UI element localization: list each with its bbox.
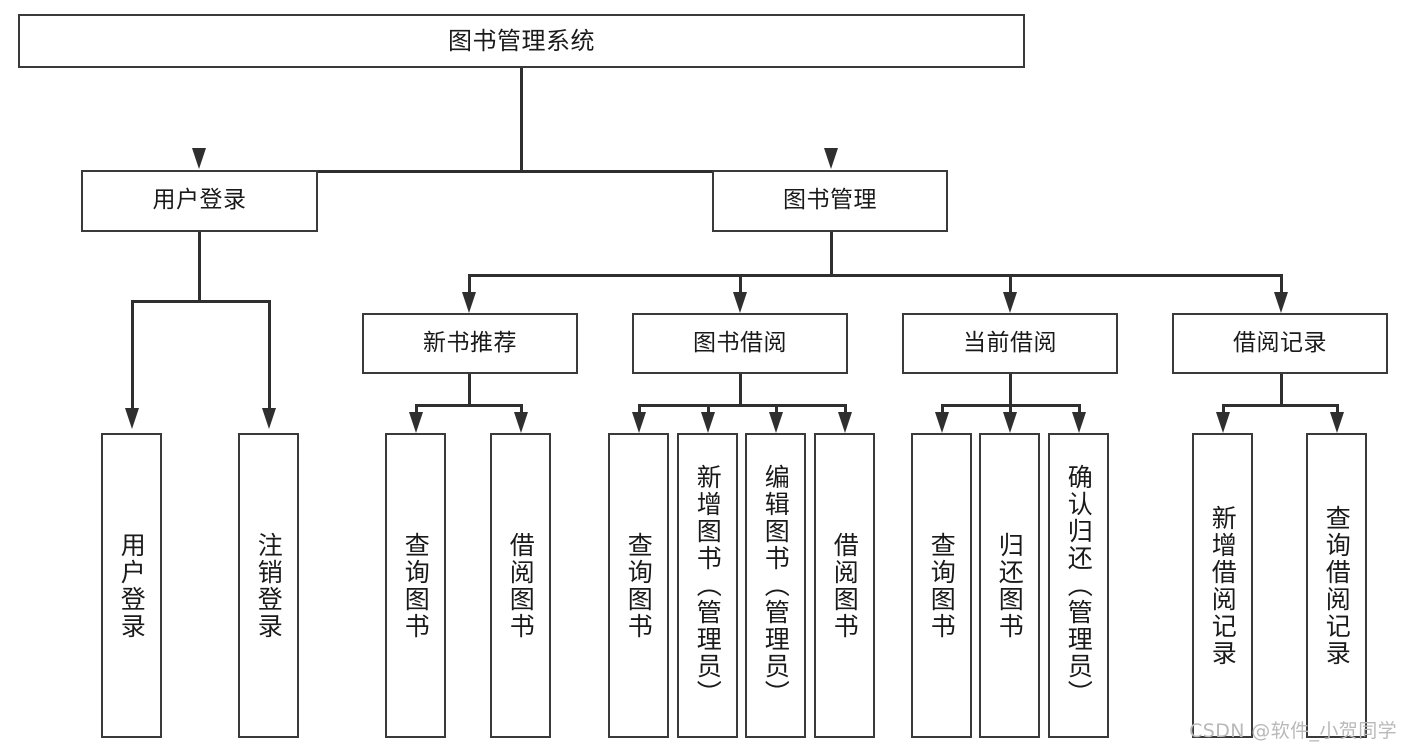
connector-user-login-bus xyxy=(131,300,270,303)
node-label: 当前借阅 xyxy=(963,329,1057,356)
node-current-borrow[interactable]: 当前借阅 xyxy=(902,313,1118,374)
arrow-book-borrow-leaf-3 xyxy=(769,412,783,433)
leaf-user-login-login[interactable]: 用户登录 xyxy=(101,433,162,738)
connector-current-borrow-drop-3 xyxy=(1078,404,1081,412)
arrow-book-borrow-leaf-1 xyxy=(632,412,646,433)
connector-root-stem xyxy=(520,68,523,172)
connector-book-borrow-stem xyxy=(739,374,742,406)
arrow-borrow-record-leaf-2 xyxy=(1330,412,1344,433)
arrow-new-book-leaf-1 xyxy=(409,412,423,433)
connector-book-mgmt-drop-4 xyxy=(1280,274,1283,292)
connector-new-book-bus xyxy=(415,404,522,407)
connector-root-bus xyxy=(198,170,832,173)
connector-user-login-drop-1 xyxy=(131,300,134,408)
arrow-current-borrow-leaf-1 xyxy=(935,412,949,433)
connector-book-borrow-drop-2 xyxy=(707,404,710,412)
arrow-root-to-book-mgmt xyxy=(824,148,838,169)
arrow-root-to-user-login xyxy=(192,148,206,169)
connector-book-borrow-drop-3 xyxy=(775,404,778,412)
connector-current-borrow-drop-2 xyxy=(1009,404,1012,412)
leaf-borrow-record-query-record[interactable]: 查询借阅记录 xyxy=(1306,433,1367,738)
leaf-current-borrow-confirm-return-admin[interactable]: 确认归还（管理员） xyxy=(1048,433,1109,738)
connector-book-borrow-drop-1 xyxy=(638,404,641,412)
leaf-book-borrow-query-book[interactable]: 查询图书 xyxy=(608,433,669,738)
connector-book-mgmt-drop-3 xyxy=(1009,274,1012,292)
leaf-book-borrow-edit-book-admin[interactable]: 编辑图书（管理员） xyxy=(745,433,806,738)
leaf-borrow-record-add-record[interactable]: 新增借阅记录 xyxy=(1192,433,1253,738)
node-label: 查询图书 xyxy=(927,531,957,640)
connector-book-mgmt-drop-2 xyxy=(739,274,742,292)
arrow-book-mgmt-child-4 xyxy=(1274,292,1288,313)
node-label: 新增图书（管理员） xyxy=(693,464,723,707)
node-label: 借阅记录 xyxy=(1233,329,1327,356)
arrow-current-borrow-leaf-3 xyxy=(1072,412,1086,433)
node-user-login[interactable]: 用户登录 xyxy=(81,170,318,232)
connector-borrow-record-bus xyxy=(1222,404,1338,407)
leaf-current-borrow-query-book[interactable]: 查询图书 xyxy=(911,433,972,738)
arrow-borrow-record-leaf-1 xyxy=(1216,412,1230,433)
connector-current-borrow-drop-1 xyxy=(941,404,944,412)
arrow-book-borrow-leaf-2 xyxy=(701,412,715,433)
connector-borrow-record-stem xyxy=(1280,374,1283,406)
connector-borrow-record-drop-2 xyxy=(1336,404,1339,412)
node-borrow-record[interactable]: 借阅记录 xyxy=(1172,313,1388,374)
node-label: 图书管理系统 xyxy=(448,26,595,55)
node-label: 借阅图书 xyxy=(506,531,536,640)
leaf-book-borrow-add-book-admin[interactable]: 新增图书（管理员） xyxy=(677,433,738,738)
watermark-text: CSDN @软件_小贺同学 xyxy=(1189,720,1397,742)
node-label: 图书借阅 xyxy=(693,329,787,356)
node-book-management[interactable]: 图书管理 xyxy=(712,170,948,232)
arrow-user-login-leaf-2 xyxy=(262,408,276,429)
arrow-book-mgmt-child-1 xyxy=(462,292,476,313)
arrow-current-borrow-leaf-2 xyxy=(1003,412,1017,433)
node-label: 确认归还（管理员） xyxy=(1064,464,1094,707)
arrow-user-login-leaf-1 xyxy=(125,408,139,429)
connector-book-mgmt-stem xyxy=(830,232,833,276)
leaf-new-book-borrow-book[interactable]: 借阅图书 xyxy=(490,433,551,738)
leaf-current-borrow-return-book[interactable]: 归还图书 xyxy=(979,433,1040,738)
node-new-book-recommend[interactable]: 新书推荐 xyxy=(362,313,578,374)
node-label: 编辑图书（管理员） xyxy=(761,464,791,707)
arrow-book-mgmt-child-2 xyxy=(733,292,747,313)
connector-user-login-drop-2 xyxy=(268,300,271,408)
node-label: 查询图书 xyxy=(624,531,654,640)
node-root-book-management-system[interactable]: 图书管理系统 xyxy=(18,14,1025,68)
leaf-new-book-query-book[interactable]: 查询图书 xyxy=(385,433,446,738)
node-label: 注销登录 xyxy=(254,531,284,640)
connector-book-mgmt-drop-1 xyxy=(468,274,471,292)
connector-new-book-drop-2 xyxy=(520,404,523,412)
node-label: 借阅图书 xyxy=(830,531,860,640)
arrow-book-mgmt-child-3 xyxy=(1003,292,1017,313)
node-label: 新增借阅记录 xyxy=(1208,504,1238,667)
connector-current-borrow-stem xyxy=(1009,374,1012,406)
connector-new-book-stem xyxy=(468,374,471,406)
node-label: 新书推荐 xyxy=(423,329,517,356)
node-book-borrow[interactable]: 图书借阅 xyxy=(632,313,848,374)
node-label: 用户登录 xyxy=(152,187,247,214)
connector-new-book-drop-1 xyxy=(415,404,418,412)
node-label: 用户登录 xyxy=(117,531,147,640)
node-label: 归还图书 xyxy=(995,531,1025,640)
connector-book-mgmt-bus xyxy=(468,274,1280,277)
arrow-book-borrow-leaf-4 xyxy=(838,412,852,433)
connector-borrow-record-drop-1 xyxy=(1222,404,1225,412)
connector-book-borrow-bus xyxy=(638,404,846,407)
node-label: 查询图书 xyxy=(401,531,431,640)
leaf-user-login-logout[interactable]: 注销登录 xyxy=(238,433,299,738)
node-label: 图书管理 xyxy=(783,187,877,214)
leaf-book-borrow-borrow-book[interactable]: 借阅图书 xyxy=(814,433,875,738)
node-label: 查询借阅记录 xyxy=(1322,504,1352,667)
arrow-new-book-leaf-2 xyxy=(514,412,528,433)
connector-book-borrow-drop-4 xyxy=(844,404,847,412)
connector-user-login-stem xyxy=(198,232,201,302)
